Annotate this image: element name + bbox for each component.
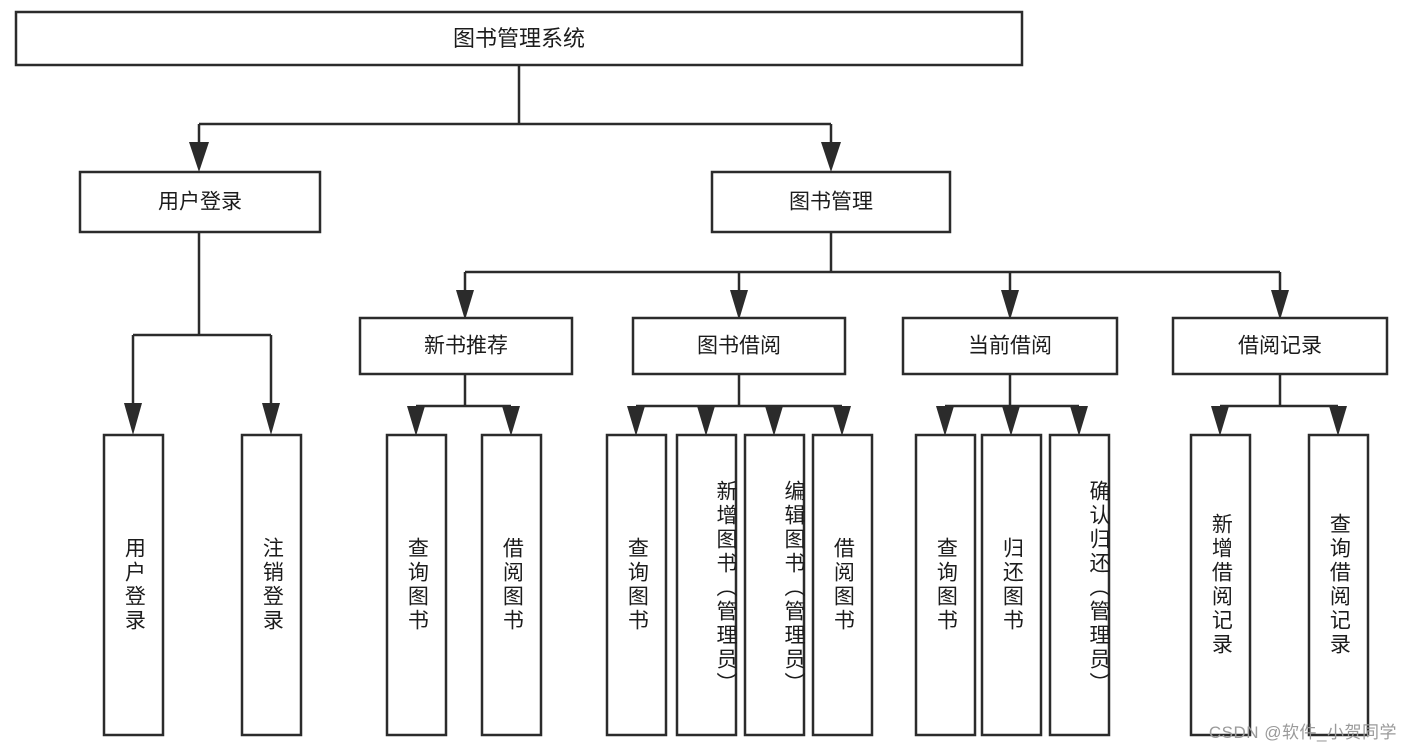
leaf-rect-user-login[interactable] [102,433,165,737]
connector-group-root [189,65,841,172]
node-current-borrow-rect[interactable] [901,316,1119,376]
leaf-rect-bb-borrow-book[interactable] [811,433,874,737]
node-user-login-label: 用户登录 [158,191,242,214]
connector-group-borrow-record [1211,374,1347,436]
connector-group-current-borrow [936,374,1088,436]
leaf-group-new-book [385,433,543,737]
leaf-rect-bb-add-book[interactable] [675,433,738,737]
node-borrow-record-rect[interactable] [1171,316,1389,376]
node-borrow-record[interactable]: 借阅记录 [1171,316,1389,376]
arrow-head-bb-leaf4 [833,406,851,436]
arrow-head-leaf-user-login [124,403,142,435]
node-root-label: 图书管理系统 [453,26,585,51]
arrow-head-book-manage [821,142,841,172]
node-book-manage-label: 图书管理 [789,191,873,214]
node-new-book-recommend-label: 新书推荐 [424,335,508,358]
leaf-rect-br-query-record[interactable] [1307,433,1370,737]
arrow-head-bb-leaf1 [627,406,645,436]
node-book-manage-rect[interactable] [710,170,952,234]
arrow-head-bb-leaf3 [765,406,783,436]
arrow-head-new-book [456,290,474,320]
leaf-rect-cb-return-book[interactable] [980,433,1043,737]
leaf-group-current-borrow [914,433,1111,737]
leaf-group-borrow-record [1189,433,1370,737]
arrow-head-user-login [189,142,209,172]
arrow-head-br-leaf1 [1211,406,1229,436]
connector-group-user-login [124,232,280,435]
leaf-rect-logout[interactable] [240,433,303,737]
arrow-head-cb-leaf2 [1002,406,1020,436]
leaf-rect-bb-edit-book[interactable] [743,433,806,737]
arrow-head-br-leaf2 [1329,406,1347,436]
connector-group-book-manage [456,232,1289,320]
leaf-group-user-login [102,433,303,737]
node-borrow-record-label: 借阅记录 [1238,335,1322,358]
arrow-head-cb-leaf3 [1070,406,1088,436]
leaf-rect-br-add-record[interactable] [1189,433,1252,737]
arrow-head-bb-leaf2 [697,406,715,436]
connector-group-new-book [407,374,520,436]
leaf-rect-nb-query-book[interactable] [385,433,448,737]
node-book-manage[interactable]: 图书管理 [710,170,952,234]
leaf-rect-nb-borrow-book[interactable] [480,433,543,737]
node-new-book-recommend-rect[interactable] [358,316,574,376]
node-book-borrow-label: 图书借阅 [697,335,781,358]
node-root[interactable]: 图书管理系统 [14,10,1024,67]
node-book-borrow-rect[interactable] [631,316,847,376]
arrow-head-nb-leaf2 [502,406,520,436]
node-book-borrow[interactable]: 图书借阅 [631,316,847,376]
arrow-head-nb-leaf1 [407,406,425,436]
leaf-group-book-borrow [605,433,874,737]
leaf-rect-cb-query-book[interactable] [914,433,977,737]
arrow-head-cb-leaf1 [936,406,954,436]
node-current-borrow[interactable]: 当前借阅 [901,316,1119,376]
connector-group-book-borrow [627,374,851,436]
node-new-book-recommend[interactable]: 新书推荐 [358,316,574,376]
arrow-head-current-borrow [1001,290,1019,320]
arrow-head-borrow-record [1271,290,1289,320]
arrow-head-book-borrow [730,290,748,320]
arrow-head-leaf-logout [262,403,280,435]
node-user-login-rect[interactable] [78,170,322,234]
node-user-login[interactable]: 用户登录 [78,170,322,234]
leaf-rect-cb-confirm-return[interactable] [1048,433,1111,737]
node-current-borrow-label: 当前借阅 [968,335,1052,358]
node-root-rect[interactable] [14,10,1024,67]
watermark-label: CSDN @软件_小贺同学 [1208,723,1397,742]
leaf-rect-bb-query-book[interactable] [605,433,668,737]
